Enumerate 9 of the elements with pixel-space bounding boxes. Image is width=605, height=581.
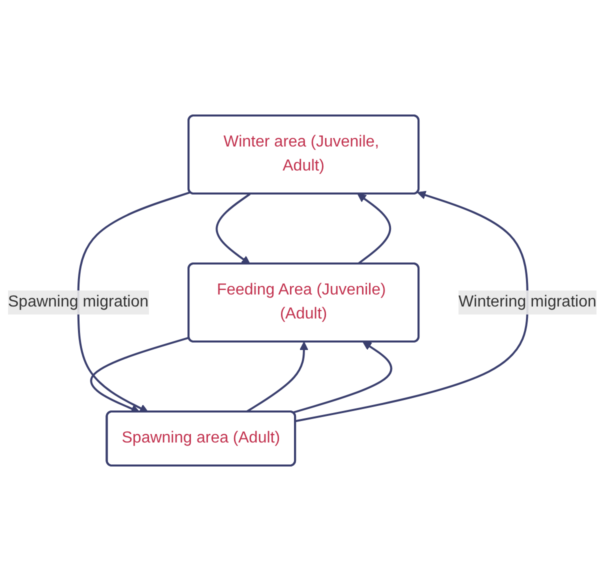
arrow bbox=[296, 190, 529, 422]
edge-label: Wintering migration bbox=[458, 294, 597, 310]
arrow bbox=[292, 342, 392, 414]
edge-label: Spawning migration bbox=[8, 294, 149, 310]
arrow bbox=[216, 193, 251, 264]
arrow bbox=[357, 194, 392, 265]
arrow bbox=[246, 342, 309, 413]
arrow bbox=[90, 336, 190, 413]
arrow bbox=[78, 191, 191, 412]
